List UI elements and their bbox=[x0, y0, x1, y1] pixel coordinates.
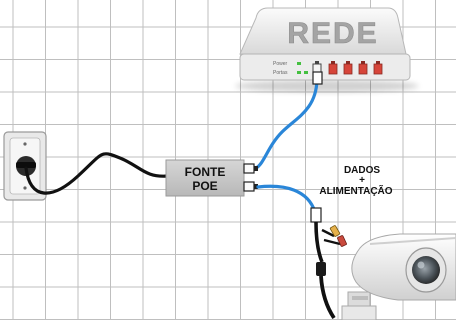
router-brand-label: REDE bbox=[287, 17, 378, 50]
cable-ferrite bbox=[316, 262, 326, 276]
router-port-5 bbox=[373, 61, 383, 75]
router-power-label: Power bbox=[273, 61, 288, 67]
poe-label-line2: POE bbox=[192, 179, 217, 193]
power-cable bbox=[24, 152, 170, 195]
ip-camera-icon bbox=[341, 233, 456, 321]
port-led-1 bbox=[297, 71, 301, 74]
poe-data-in-port bbox=[243, 163, 258, 174]
network-cable-poe-to-camera bbox=[256, 184, 317, 214]
wall-outlet-icon bbox=[3, 131, 47, 201]
rj45-coupler bbox=[310, 207, 322, 223]
poe-label-line1: FONTE bbox=[185, 165, 226, 179]
poe-out-port bbox=[243, 181, 258, 192]
annotation-line1: DADOS bbox=[344, 165, 380, 176]
router-icon: REDE Power Portas bbox=[235, 7, 419, 92]
power-led bbox=[297, 62, 301, 65]
dc-plug-icon bbox=[329, 225, 347, 247]
camera-pigtail bbox=[310, 207, 347, 320]
network-cable-router-to-poe bbox=[254, 78, 319, 170]
data-power-annotation: DADOS + ALIMENTAÇÃO bbox=[319, 165, 392, 197]
rj45-plug-icon bbox=[312, 71, 323, 85]
router-port-3 bbox=[343, 61, 353, 75]
camera-lens bbox=[412, 256, 440, 284]
annotation-line3: ALIMENTAÇÃO bbox=[319, 184, 392, 197]
annotation-line2: + bbox=[359, 175, 365, 186]
router-port-4 bbox=[358, 61, 368, 75]
port-led-2 bbox=[304, 71, 308, 74]
router-ports-label: Portas bbox=[273, 70, 288, 76]
poe-injector: FONTE POE bbox=[165, 159, 258, 197]
router-port-2 bbox=[328, 61, 338, 75]
